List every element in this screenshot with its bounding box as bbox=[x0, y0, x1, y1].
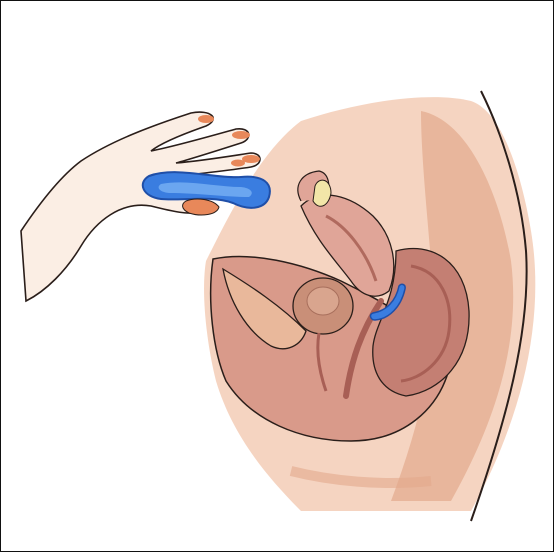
thumb bbox=[183, 199, 219, 215]
bladder-inner bbox=[307, 287, 339, 315]
fingernail-3 bbox=[242, 155, 260, 163]
fingernail-1 bbox=[198, 115, 214, 123]
fingernail-2 bbox=[232, 131, 250, 139]
fingernail-4 bbox=[231, 160, 245, 167]
